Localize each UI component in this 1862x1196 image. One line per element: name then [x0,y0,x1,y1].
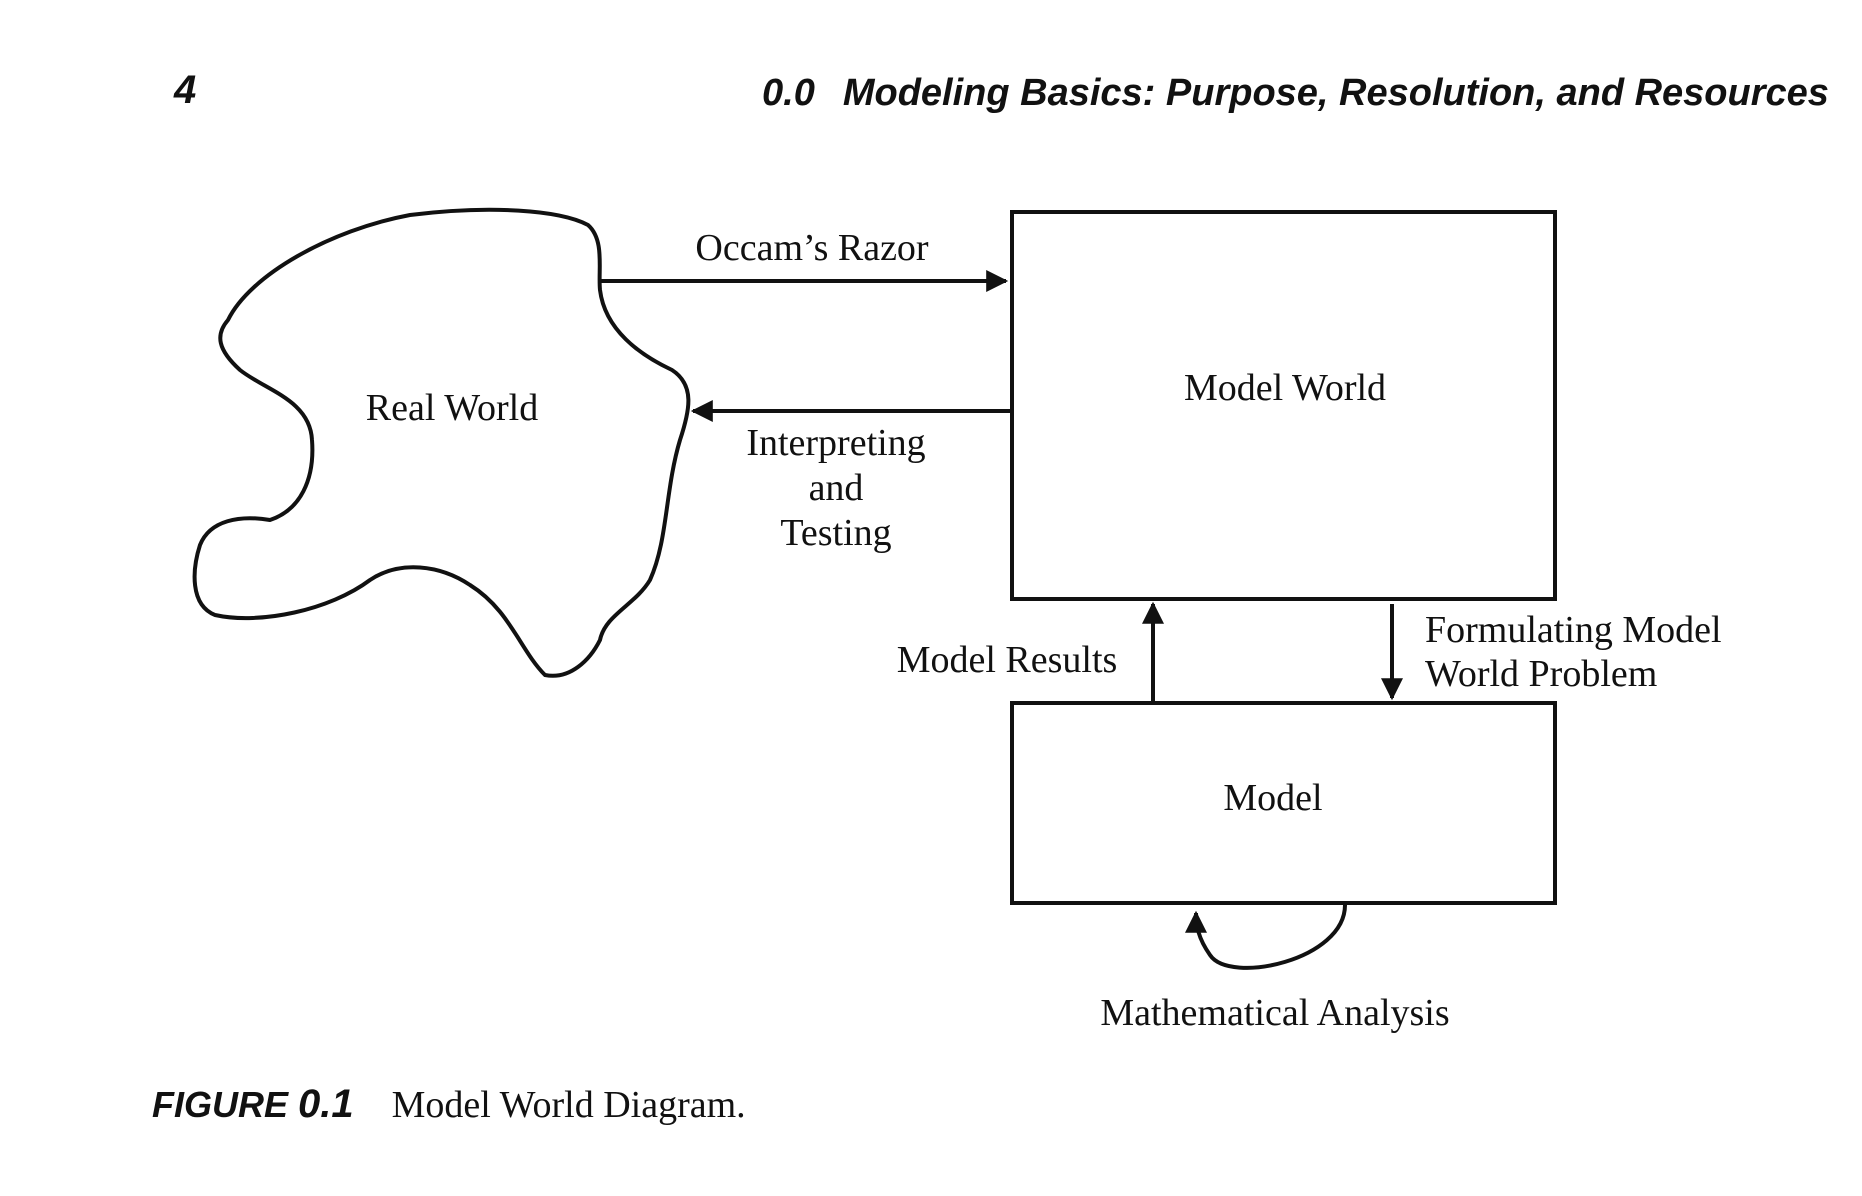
model-world-label: Model World [1184,367,1386,409]
figure-caption: FIGURE 0.1 Model World Diagram. [152,1082,746,1127]
section-title: Modeling Basics: Purpose, Resolution, an… [842,72,1829,114]
formulating-label-line2: World Problem [1425,653,1657,695]
figure-label: FIGURE 0.1 [152,1082,354,1126]
figure-caption-text: Model World Diagram. [391,1084,746,1126]
interpreting-label-line2: and [809,467,864,509]
formulating-label-line1: Formulating Model [1425,609,1722,651]
section-number: 0.0 [762,72,815,114]
model-world-box [1010,210,1557,601]
page-number: 4 [174,68,197,112]
interpreting-label-line3: Testing [780,512,891,554]
real-world-blob [192,207,691,678]
math-analysis-loop-arrow [1185,904,1347,970]
occams-razor-label: Occam’s Razor [695,227,929,269]
figure-label-word: FIGURE [152,1084,289,1125]
model-label: Model [1223,777,1322,819]
figure-number: 0.1 [298,1082,354,1126]
interpreting-label-line1: Interpreting [746,422,925,464]
model-box [1010,701,1557,905]
running-head: 0.0 Modeling Basics: Purpose, Resolution,… [762,72,1829,115]
math-analysis-label: Mathematical Analysis [1100,992,1449,1034]
model-results-label: Model Results [897,639,1118,681]
real-world-label: Real World [366,387,538,429]
